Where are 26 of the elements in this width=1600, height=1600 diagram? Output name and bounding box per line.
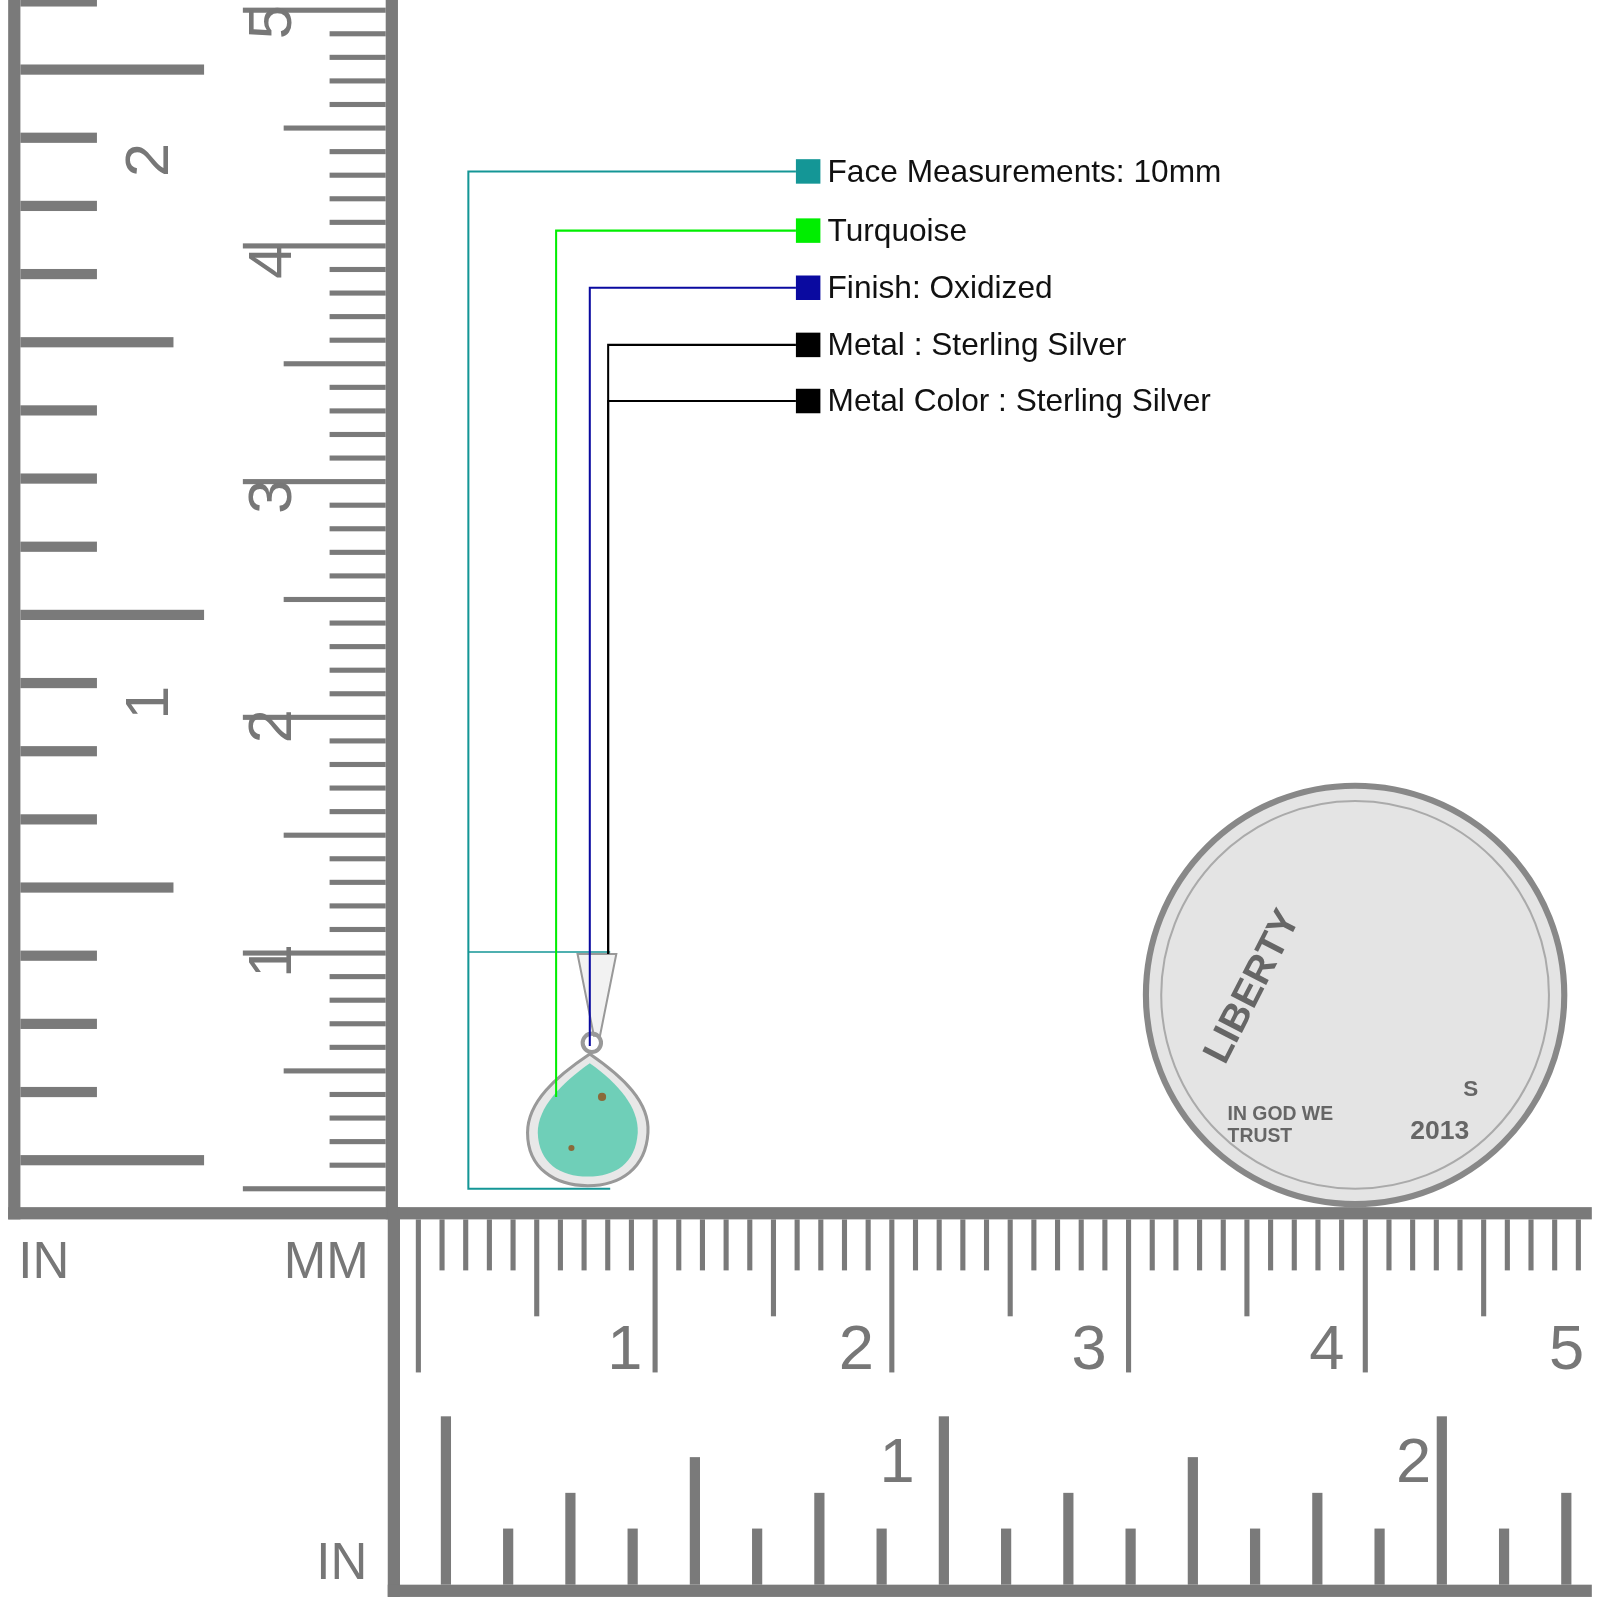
coin-inscription: IN GOD WE TRUST (1227, 1104, 1335, 1147)
ruler-number: 1 (117, 685, 179, 720)
ruler-number: 1 (879, 1428, 915, 1492)
callout-label: Metal : Sterling Silver (795, 327, 1127, 363)
ruler-number: 5 (1548, 1316, 1585, 1380)
coin-inscription: 2013 (1410, 1116, 1470, 1143)
leader-line (555, 229, 796, 1098)
ruler-number: 3 (239, 479, 301, 514)
ruler-number: 2 (117, 142, 179, 177)
pendant-drawing (527, 954, 649, 1186)
ruler-number: 4 (1309, 1316, 1345, 1380)
leader-line (467, 170, 796, 1190)
callout-label: Face Measurements: 10mm (795, 154, 1222, 189)
ruler-number: 2 (1395, 1428, 1432, 1492)
ruler-number: 4 (239, 244, 301, 279)
ruler-number: 3 (1071, 1316, 1107, 1380)
callout-label: Metal Color : Sterling Silver (795, 383, 1211, 419)
coin-inscription: S (1463, 1077, 1479, 1100)
ruler-number: 2 (838, 1316, 874, 1380)
callout-label: Turquoise (795, 213, 968, 248)
callout-label: Finish: Oxidized (795, 270, 1053, 306)
ruler-number: 1 (607, 1316, 643, 1380)
ruler-unit: MM (283, 1234, 369, 1286)
leader-line (588, 286, 796, 1047)
ruler-unit: IN (18, 1234, 70, 1286)
ruler-unit: IN (316, 1535, 368, 1587)
